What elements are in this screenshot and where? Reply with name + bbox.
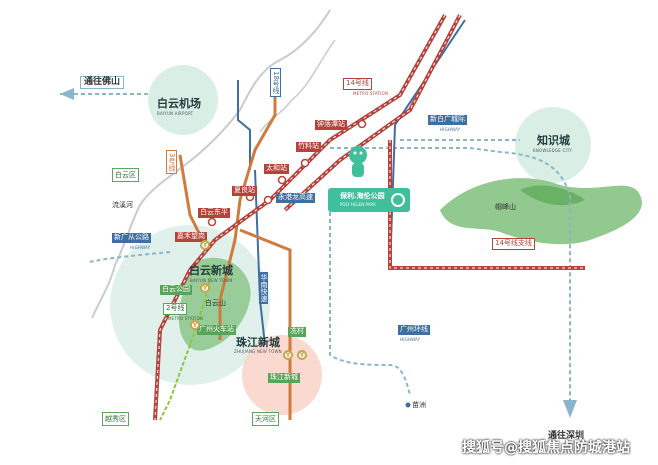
xinguangcong-tag: 新广从公路 xyxy=(112,233,151,243)
highway-north xyxy=(237,80,251,170)
interchange-badge-icon: Y xyxy=(190,320,200,330)
line14-en: METRO STATION xyxy=(353,91,389,96)
interchange-badge-icon: Y xyxy=(200,240,210,250)
xinbaiguang-tag: 新白广城际 xyxy=(428,115,467,125)
project-ring-icon xyxy=(391,193,405,207)
district-baiyun: 白云区 xyxy=(112,168,139,182)
road-longgui: 永港龙高速 xyxy=(276,193,315,203)
station-baiyun-park: 白云公园 xyxy=(160,285,192,295)
interchange-badge-icon: Y xyxy=(297,350,307,360)
shenzhen-label: 通往深圳 xyxy=(548,431,585,441)
project-sub: POLY HELEN PARK xyxy=(340,202,376,207)
dazhou-label: 苗洲 xyxy=(412,401,426,409)
baiyun-newtown-label: 白云新城 xyxy=(189,264,233,277)
district-tianhe: 天河区 xyxy=(252,412,279,426)
huanan-tag: 华南快速 xyxy=(259,272,268,304)
knowledge-city-glow-circle xyxy=(515,107,591,183)
maofengshan-ridge xyxy=(520,185,585,206)
station-zhongluotan: 钟落潭站 xyxy=(315,120,347,130)
baiyun-newtown-en-label: BAIYUN NEW TOWN xyxy=(190,278,233,283)
line2-tag: 2号线 xyxy=(163,303,188,315)
line2-en: METRO STATION xyxy=(168,316,204,321)
baiyun-airport-label: 白云机场 xyxy=(157,97,201,110)
maofengshan-label: 帽峰山 xyxy=(495,203,516,211)
district-yuexiu: 越秀区 xyxy=(102,412,129,426)
river-branch xyxy=(259,39,336,133)
line14-tag: 14号线 xyxy=(343,78,372,90)
station-baiyun-dongping: 白云东平 xyxy=(198,208,230,218)
station-jiaokou: 嘉禾望岗 xyxy=(175,232,207,242)
liuxihe-label: 流溪河 xyxy=(112,201,133,209)
station-zhuliao: 竹料站 xyxy=(296,142,321,152)
line3-track xyxy=(218,75,277,340)
interchange-badge-icon: Y xyxy=(283,350,293,360)
foshan-arrow-icon xyxy=(60,88,74,100)
baiyunshan-label: 白云山 xyxy=(205,299,226,307)
knowledge-city-label: 知识城 xyxy=(537,134,570,147)
station-xiancun: 冼村 xyxy=(288,327,306,337)
zhujiang-newtown-label: 珠江新城 xyxy=(236,336,280,349)
guangzhou-ring-en: HIGHWAY xyxy=(400,337,421,342)
line14-branch-tag: 14号线支线 xyxy=(492,238,535,250)
interchange-badge-icon: Y xyxy=(200,283,210,293)
station-xiamao: 夏良站 xyxy=(232,186,257,196)
xinguangcong-road xyxy=(89,251,171,263)
station-guangzhou-rail: 广州火车站 xyxy=(197,325,236,335)
station-zhujiang-newtown: 珠江新城 xyxy=(268,373,300,383)
station-taihe: 太和站 xyxy=(264,164,289,174)
line14-branch-track-inner xyxy=(389,140,585,269)
mascot-body-icon xyxy=(352,163,364,177)
project-box-bg xyxy=(328,188,410,212)
foshan-label: 通往佛山 xyxy=(80,76,125,89)
guangzhou-ring-tag: 广州环线 xyxy=(398,325,430,335)
highway-east xyxy=(389,19,466,271)
baiyun-airport-en-label: BAIYUN AIRPORT xyxy=(157,111,194,116)
line14-second-track-inner xyxy=(284,14,461,211)
line18-tag: 18号线 xyxy=(270,68,281,97)
guangzhou-ring-road xyxy=(329,212,411,396)
project-name: 保利.海伦公园 xyxy=(340,192,385,200)
xinbaiguang-en: HIGHWAY xyxy=(440,127,461,132)
knowledge-city-en-label: KNOWLEDGE CITY xyxy=(533,148,573,153)
line14-track-inner xyxy=(154,14,446,421)
xinguangcong-en: HIGHWAY xyxy=(130,245,151,250)
maofengshan-green-area xyxy=(440,178,642,245)
line3-tag: 3号线 xyxy=(166,150,177,175)
dazhou-dot xyxy=(405,402,411,408)
airport-glow-circle xyxy=(148,65,218,135)
mascot-head-icon xyxy=(349,146,367,164)
shenzhen-road xyxy=(330,147,571,400)
zhujiang-newtown-en-label: ZHUJIANG NEW TOWN xyxy=(234,349,282,354)
liuxi-river xyxy=(91,9,331,319)
watermark: 搜狐号@搜狐焦点防城港站 xyxy=(462,440,630,456)
shenzhen-arrow-icon xyxy=(563,400,577,418)
